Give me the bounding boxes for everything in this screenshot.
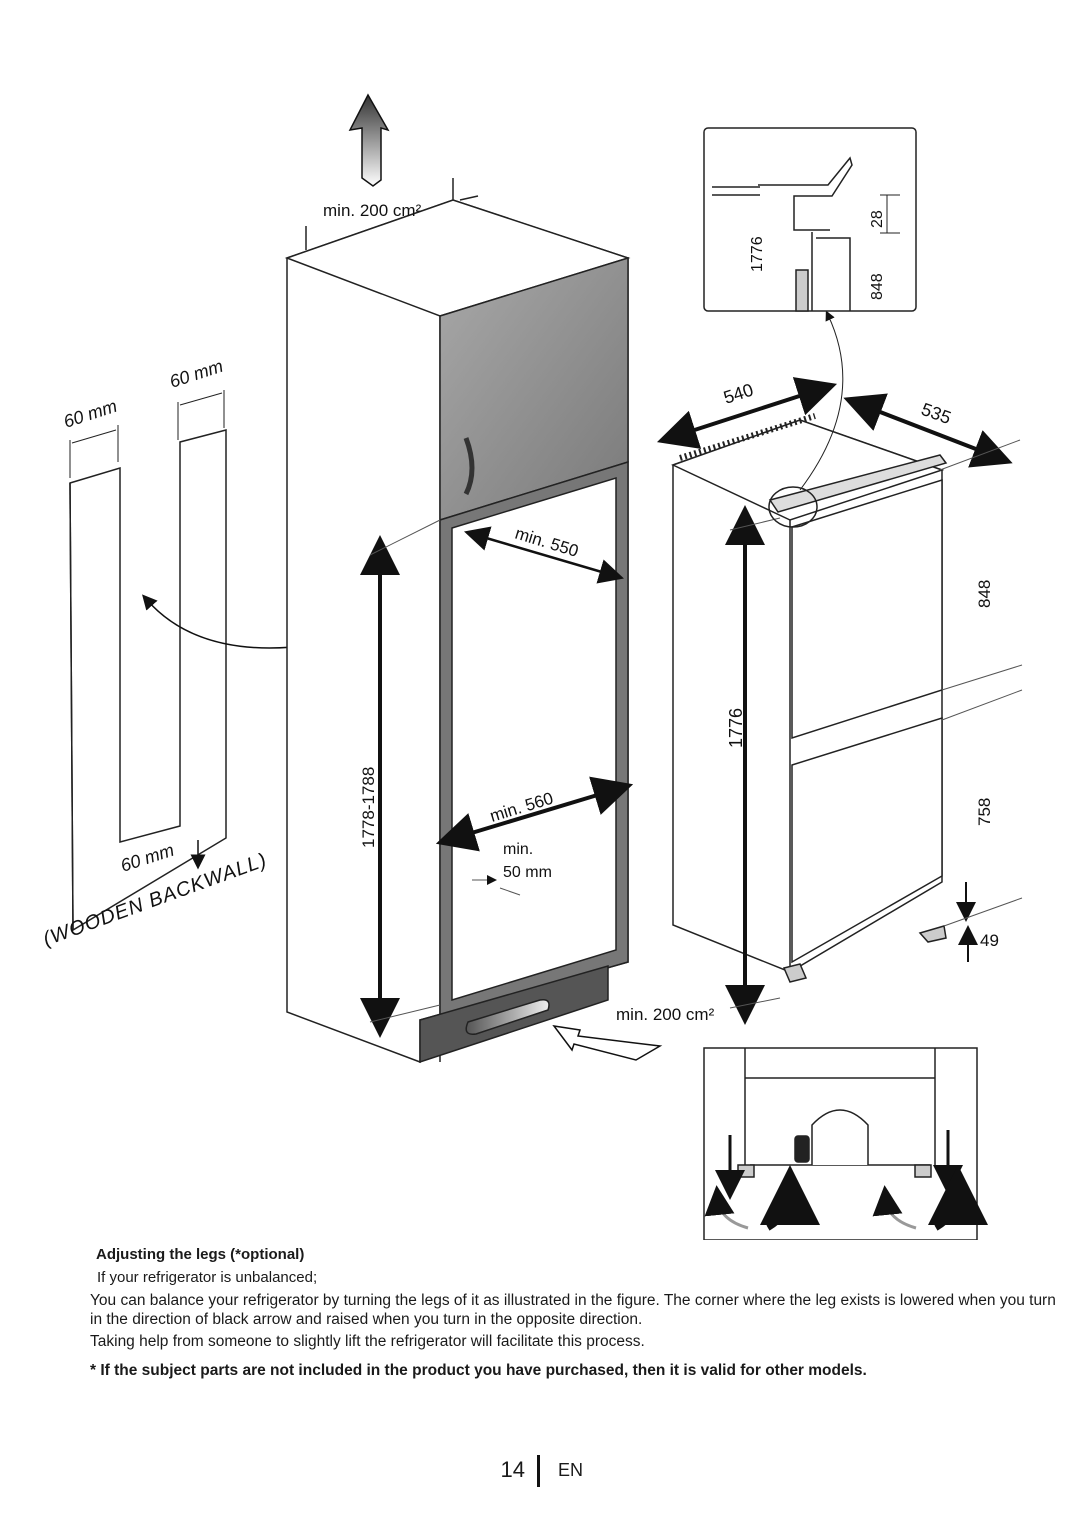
kitchen-cabinet bbox=[284, 178, 631, 1064]
detail-highlight-circle bbox=[768, 486, 818, 528]
page-number: 14 bbox=[500, 1457, 525, 1482]
intro-text: If your refrigerator is unbalanced; bbox=[97, 1269, 318, 1286]
wooden-backwall bbox=[69, 429, 227, 932]
page-footer: 14 EN bbox=[0, 1455, 1080, 1489]
gap-label-line1: min. bbox=[503, 841, 533, 858]
fridge-depth-label: 535 bbox=[919, 399, 954, 428]
backwall-width-left-label: 60 mm bbox=[61, 396, 120, 432]
top-detail-inset bbox=[703, 127, 917, 312]
bottom-air-arrow bbox=[552, 1024, 663, 1061]
footer-divider bbox=[537, 1455, 540, 1487]
niche-height-label: 1778-1788 bbox=[359, 767, 378, 848]
section-heading: Adjusting the legs (*optional) bbox=[96, 1246, 305, 1263]
cabinet-dimension-arrows bbox=[360, 526, 634, 1038]
detail-gap-label: 28 bbox=[869, 210, 886, 228]
fridge-dimension-arrows bbox=[656, 377, 1013, 1025]
backwall-width-right-label: 60 mm bbox=[167, 356, 226, 392]
lower-door-label: 758 bbox=[975, 798, 994, 826]
models-note: * If the subject parts are not included … bbox=[90, 1362, 867, 1379]
upper-door-label: 848 bbox=[975, 580, 994, 608]
gap-label-line2: 50 mm bbox=[503, 864, 552, 881]
backwall-dimension-lines bbox=[69, 390, 225, 478]
detail-door-label: 848 bbox=[869, 273, 886, 300]
detail-height-label: 1776 bbox=[749, 236, 766, 272]
refrigerator bbox=[671, 419, 948, 983]
foot-height-label: 49 bbox=[980, 931, 999, 950]
paragraph-balance: You can balance your refrigerator by tur… bbox=[90, 1292, 1056, 1328]
bottom-detail-inset bbox=[703, 1047, 988, 1240]
fridge-width-label: 540 bbox=[721, 379, 756, 407]
installation-diagram: min. 200 cm² 60 mm 60 mm 60 mm (WOODEN B… bbox=[40, 93, 1023, 1240]
vent-top-label: min. 200 cm² bbox=[323, 201, 422, 220]
vent-bottom-label: min. 200 cm² bbox=[616, 1005, 715, 1024]
vent-up-arrow bbox=[348, 93, 390, 187]
language-code: EN bbox=[558, 1460, 584, 1480]
paragraph-help: Taking help from someone to slightly lif… bbox=[90, 1333, 645, 1350]
rotate-arrow bbox=[142, 594, 320, 654]
fridge-height-label: 1776 bbox=[726, 708, 746, 748]
